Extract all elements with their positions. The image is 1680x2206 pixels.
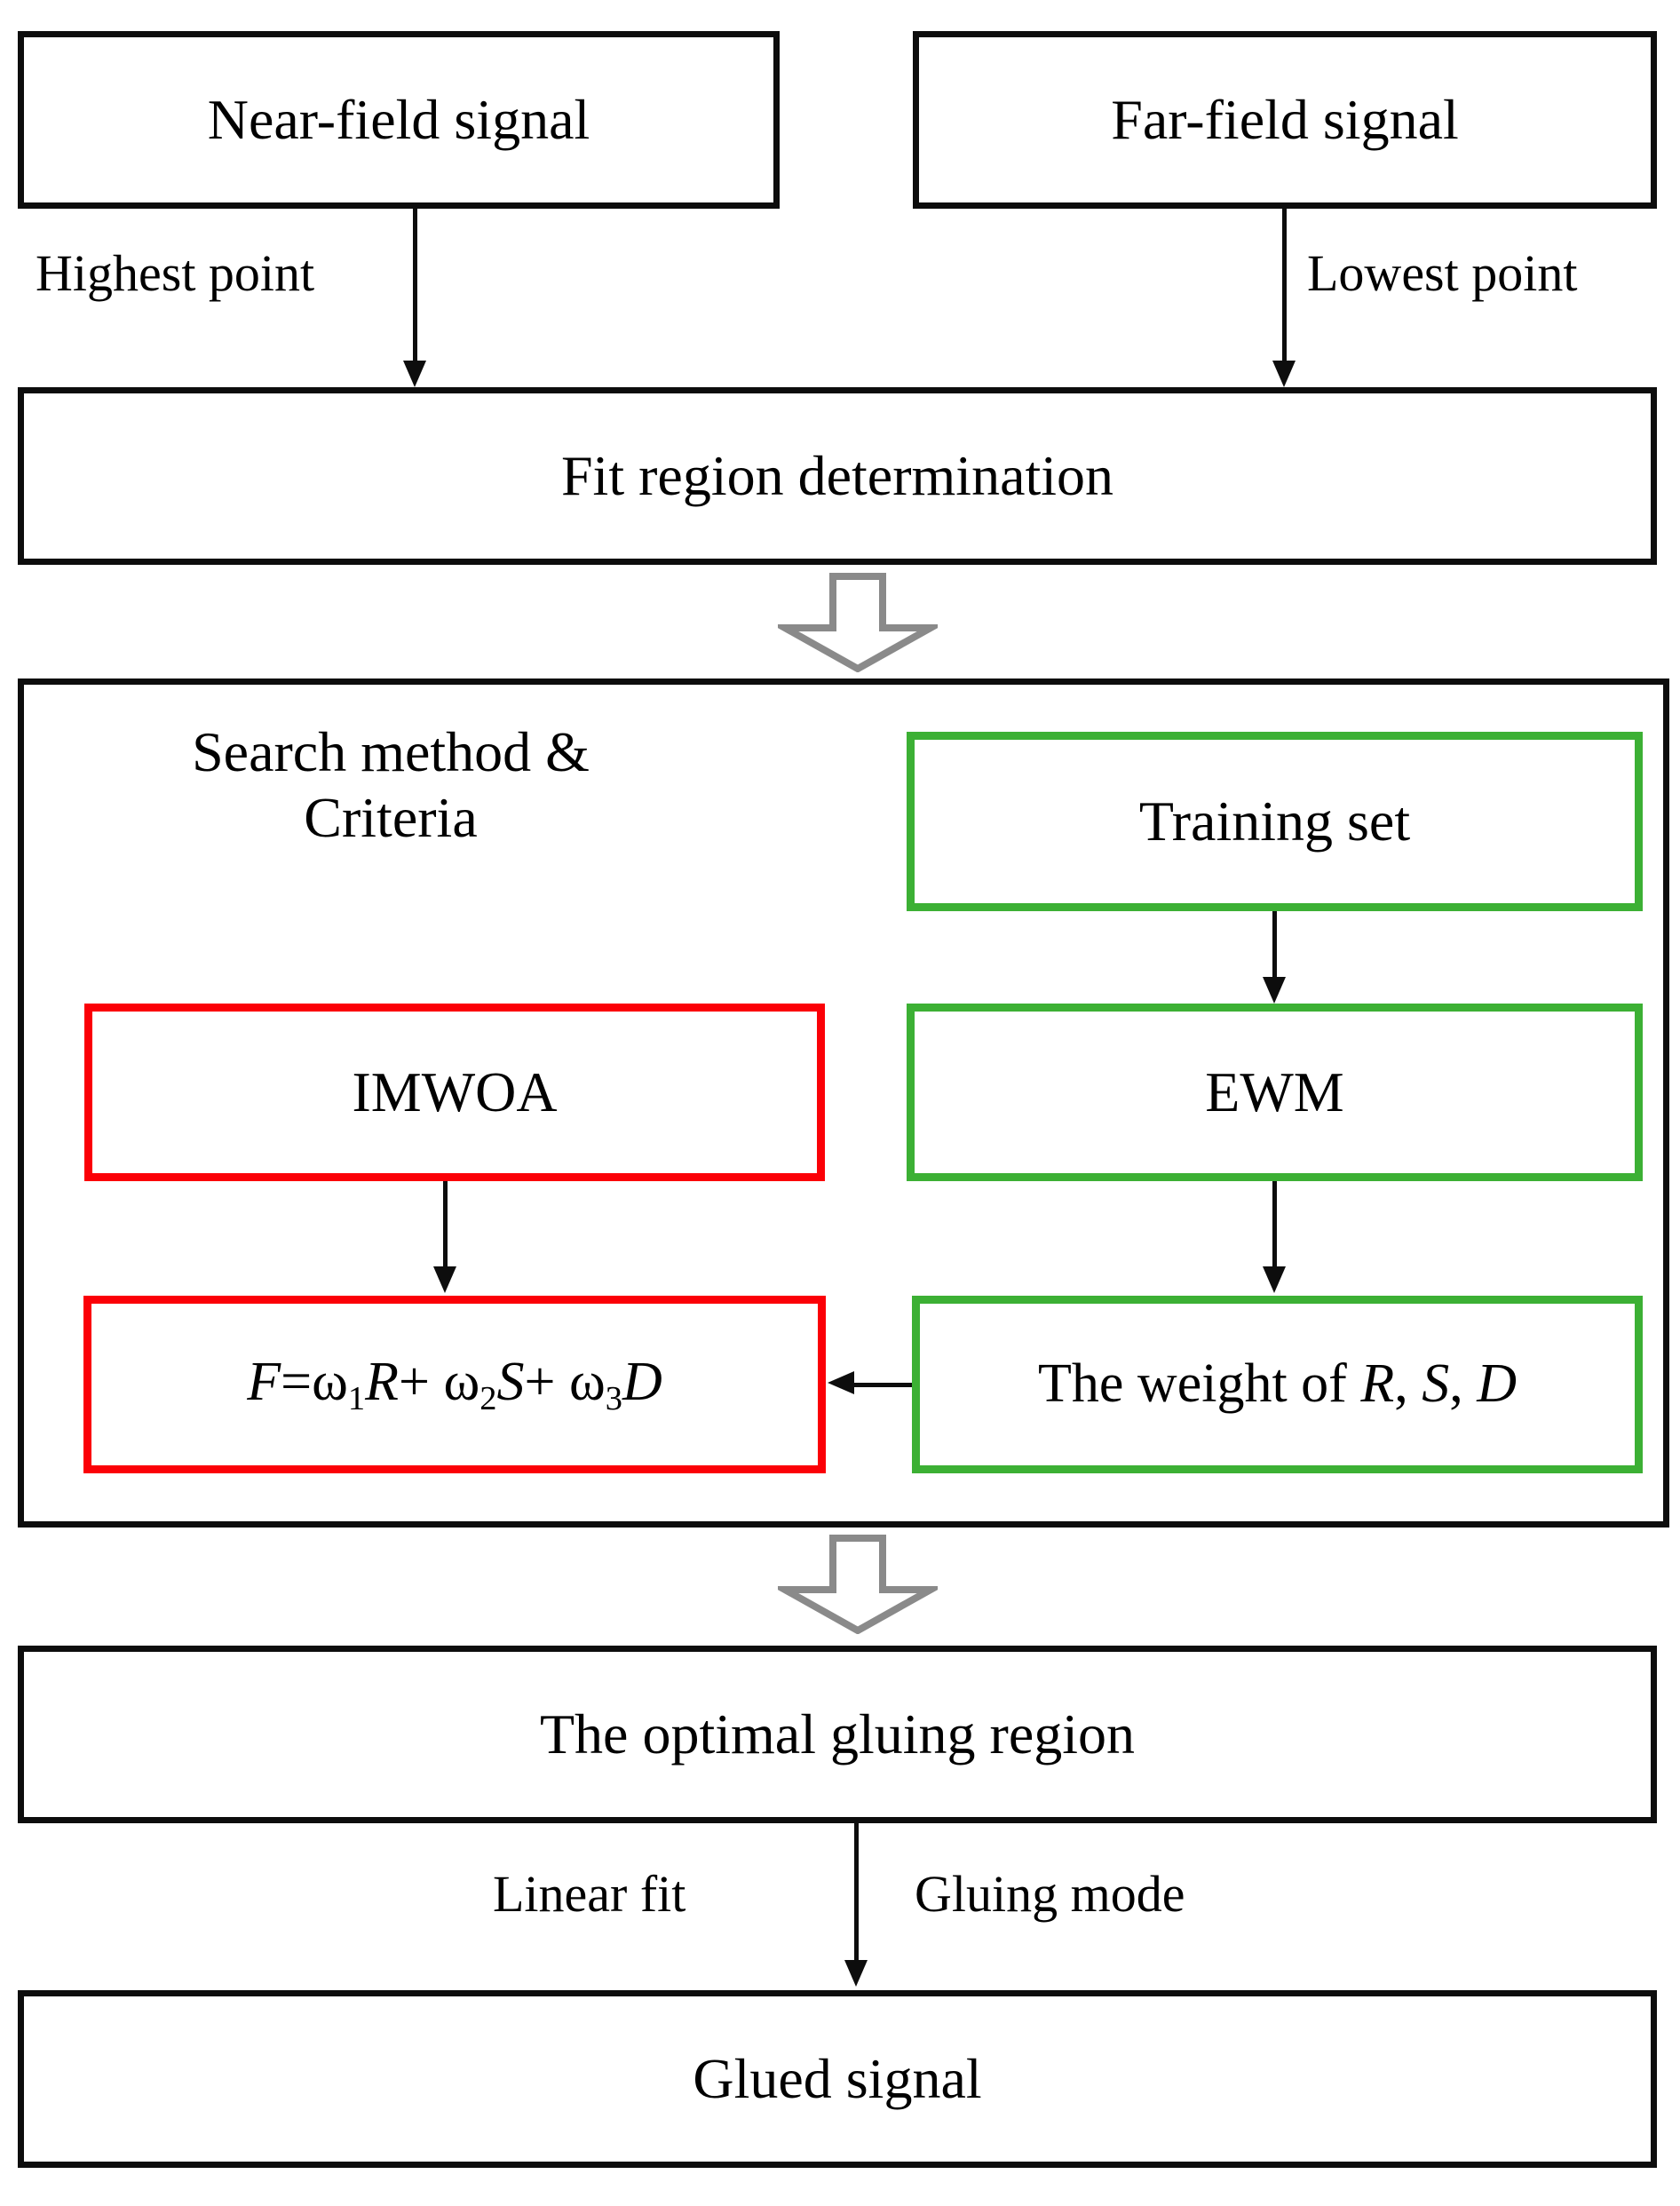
edge-label-linear-fit: Linear fit [493,1865,685,1924]
edge-label-lowest-point: Lowest point [1307,244,1577,304]
edge-weight-to-formula [854,1383,912,1387]
edge-optimal-region-to-glued-signal [854,1823,859,1964]
node-fit-region-determination-label: Fit region determination [560,444,1114,508]
edge-weight-to-formula-arrowhead [828,1371,854,1394]
node-weight-of-rsd[interactable]: The weight of R, S, D [912,1296,1643,1473]
edge-label-linear-fit-text: Linear fit [493,1865,686,1923]
edge-imwoa-to-formula [443,1181,448,1270]
edge-label-highest-point-text: Highest point [36,244,315,302]
panel-title-line-1: Search method & [192,720,590,783]
node-near-field-signal[interactable]: Near-field signal [18,31,780,209]
edge-optimal-region-to-glued-signal-arrowhead [844,1960,868,1987]
edge-label-lowest-point-text: Lowest point [1307,244,1578,302]
edge-ewm-to-weight-arrowhead [1263,1266,1286,1293]
node-weight-of-rsd-label: The weight of R, S, D [1038,1353,1517,1415]
edge-ewm-to-weight [1272,1181,1277,1270]
node-imwoa-label: IMWOA [352,1060,558,1124]
node-far-field-signal[interactable]: Far-field signal [913,31,1657,209]
node-fitness-formula-label: F=ω1R+ ω2S+ ω3D [247,1352,662,1417]
edge-label-gluing-mode-text: Gluing mode [915,1865,1185,1923]
edge-training-set-to-ewm-arrowhead [1263,977,1286,1004]
node-imwoa[interactable]: IMWOA [84,1004,825,1181]
panel-title-line-2: Criteria [304,785,478,849]
block-arrow-down-icon-2 [778,1535,938,1634]
node-training-set[interactable]: Training set [907,732,1643,911]
node-glued-signal[interactable]: Glued signal [18,1990,1657,2168]
node-glued-signal-label: Glued signal [693,2047,982,2111]
node-fitness-formula[interactable]: F=ω1R+ ω2S+ ω3D [83,1296,826,1473]
block-arrow-down-icon-1 [778,573,938,672]
node-optimal-gluing-region[interactable]: The optimal gluing region [18,1646,1657,1823]
panel-title-search-method-criteria: Search method & Criteria [160,719,622,850]
node-fit-region-determination[interactable]: Fit region determination [18,387,1657,565]
node-far-field-signal-label: Far-field signal [1111,88,1459,152]
edge-far-field-to-fit-region-arrowhead [1272,361,1296,387]
edge-near-field-to-fit-region [413,209,417,364]
edge-label-highest-point: Highest point [36,244,314,304]
node-near-field-signal-label: Near-field signal [207,88,590,152]
node-optimal-gluing-region-label: The optimal gluing region [539,1702,1136,1766]
edge-label-gluing-mode: Gluing mode [915,1865,1185,1924]
edge-training-set-to-ewm [1272,911,1277,980]
node-training-set-label: Training set [1138,790,1411,853]
node-ewm-label: EWM [1205,1060,1344,1124]
edge-imwoa-to-formula-arrowhead [433,1266,456,1293]
node-ewm[interactable]: EWM [907,1004,1643,1181]
edge-far-field-to-fit-region [1282,209,1287,364]
panel-search-method-and-criteria [18,678,1669,1528]
edge-near-field-to-fit-region-arrowhead [403,361,426,387]
